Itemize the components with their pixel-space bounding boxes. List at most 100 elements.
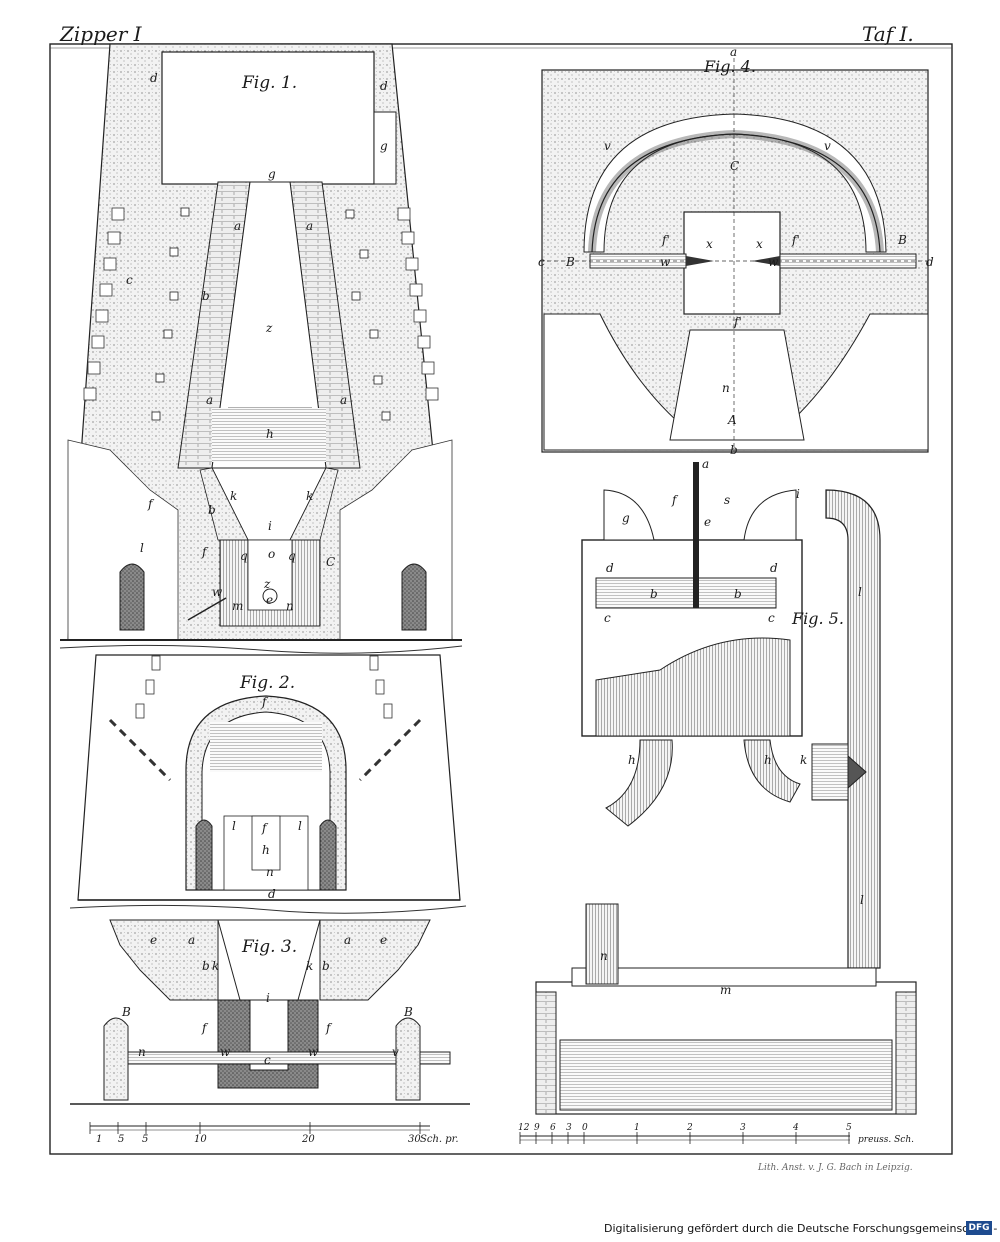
- label-c: c: [264, 1053, 271, 1067]
- digitization-footer: Digitalisierung gefördert durch die Deut…: [604, 1222, 998, 1235]
- label-f_prime: f': [733, 315, 742, 329]
- dfg-logo: DFG: [966, 1221, 992, 1235]
- label-a: a: [702, 457, 709, 471]
- label-k: k: [800, 753, 807, 767]
- scale-left-tick: 20: [301, 1134, 315, 1145]
- label-c: c: [768, 611, 775, 625]
- label-d: d: [150, 71, 158, 85]
- label-v: v: [824, 139, 831, 153]
- label-l: l: [858, 585, 862, 599]
- scale-right-tick: 12: [518, 1123, 530, 1133]
- label-d: d: [380, 79, 388, 93]
- label-x: x: [706, 237, 713, 251]
- label-c: c: [538, 255, 545, 269]
- label-e: e: [266, 593, 273, 607]
- label-a: a: [234, 219, 241, 233]
- label-e: e: [150, 933, 157, 947]
- label-l: l: [140, 541, 144, 555]
- label-w: w: [308, 1045, 319, 1059]
- label-m: m: [720, 983, 731, 997]
- label-v: v: [604, 139, 611, 153]
- label-i: i: [796, 487, 800, 501]
- label-n: n: [286, 599, 294, 613]
- label-n: n: [722, 381, 730, 395]
- label-o: o: [268, 547, 275, 561]
- figure-3-hearth-section: [70, 919, 470, 1108]
- plate-frame: [49, 43, 953, 1155]
- label-f: f: [147, 497, 155, 511]
- scale-left-tick: 10: [194, 1134, 207, 1145]
- label-a: a: [344, 933, 351, 947]
- label-g: g: [380, 139, 388, 153]
- label-n: n: [600, 949, 608, 963]
- figure-2-front-elevation: [69, 654, 467, 914]
- label-k: k: [306, 959, 313, 973]
- label-l: l: [860, 893, 864, 907]
- label-f_prime: f': [661, 233, 670, 247]
- label-m: m: [232, 599, 243, 613]
- label-b: b: [208, 503, 216, 517]
- label-e: e: [380, 933, 387, 947]
- label-B: B: [403, 1005, 413, 1019]
- label-a: a: [188, 933, 195, 947]
- label-h: h: [628, 753, 636, 767]
- label-k: k: [230, 489, 237, 503]
- label-z: z: [263, 577, 271, 591]
- label-g: g: [268, 167, 276, 181]
- label-b: b: [322, 959, 330, 973]
- label-a: a: [306, 219, 313, 233]
- label-d: d: [606, 561, 614, 575]
- label-i: i: [266, 991, 270, 1005]
- fig2-title: Fig. 2.: [239, 673, 295, 693]
- label-z: z: [265, 321, 273, 335]
- label-d: d: [770, 561, 778, 575]
- label-a: a: [206, 393, 213, 407]
- scale-left-tick: 1: [96, 1134, 102, 1145]
- label-b: b: [730, 443, 738, 457]
- label-w: w: [220, 1045, 231, 1059]
- scale-right-tick: 3: [740, 1123, 746, 1133]
- scale-right-tick: 0: [582, 1123, 588, 1133]
- label-q: q: [240, 549, 248, 563]
- scale-right-tick: 3: [566, 1123, 572, 1133]
- label-f: f: [261, 695, 269, 709]
- label-b: b: [650, 587, 658, 601]
- label-B: B: [565, 255, 575, 269]
- label-l: l: [298, 819, 302, 833]
- label-d: d: [268, 887, 276, 901]
- label-f: f: [671, 493, 679, 507]
- label-w: w: [212, 585, 223, 599]
- fig3-title: Fig. 3.: [241, 937, 297, 957]
- plate-author-header: Zipper I: [60, 22, 142, 46]
- lithographer-imprint: Lith. Anst. v. J. G. Bach in Leipzig.: [758, 1163, 913, 1173]
- scale-bar-left: [89, 1122, 430, 1134]
- label-C: C: [730, 159, 739, 173]
- scale-bar-right: [519, 1132, 850, 1144]
- label-s: s: [724, 493, 730, 507]
- fig4-title: Fig. 4.: [703, 57, 756, 76]
- label-k: k: [306, 489, 313, 503]
- label-n: n: [266, 865, 274, 879]
- label-w: w: [768, 255, 779, 269]
- label-a: a: [730, 45, 737, 59]
- label-f: f: [201, 545, 209, 559]
- fig5-title: Fig. 5.: [791, 609, 844, 628]
- label-x: x: [756, 237, 763, 251]
- label-d: d: [926, 255, 934, 269]
- scale-right-unit: preuss. Sch.: [858, 1135, 914, 1145]
- scale-left-tick: 30: [408, 1134, 421, 1145]
- label-b: b: [734, 587, 742, 601]
- label-h: h: [262, 843, 270, 857]
- label-f: f: [201, 1021, 209, 1035]
- label-q: q: [288, 549, 296, 563]
- label-B: B: [897, 233, 907, 247]
- label-v: v: [392, 1045, 399, 1059]
- label-h: h: [764, 753, 772, 767]
- label-g: g: [622, 511, 630, 525]
- fig1-title: Fig. 1.: [241, 73, 297, 93]
- scale-left-tick: 5: [142, 1134, 148, 1145]
- label-f_prime: f': [791, 233, 800, 247]
- label-i: i: [268, 519, 272, 533]
- label-k: k: [212, 959, 219, 973]
